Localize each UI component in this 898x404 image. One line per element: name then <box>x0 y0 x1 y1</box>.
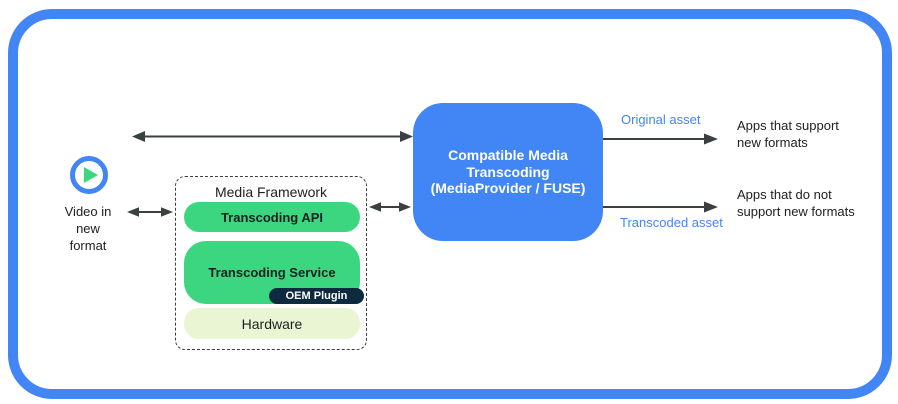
hardware-box: Hardware <box>184 308 360 339</box>
oem-plugin-badge: OEM Plugin <box>269 288 364 304</box>
media-framework-title: Media Framework <box>214 184 328 200</box>
apps-support-new-formats-label: Apps that support new formats <box>737 118 839 150</box>
play-icon <box>70 156 108 194</box>
transcoding-service-label: Transcoding Service <box>208 265 336 280</box>
transcoding-service-box: Transcoding Service OEM Plugin <box>184 241 364 304</box>
transcoding-api-box: Transcoding API <box>184 202 360 232</box>
transcoded-asset-label: Transcoded asset <box>620 215 723 230</box>
play-triangle-icon <box>84 167 98 183</box>
compatible-media-transcoding-box: Compatible Media Transcoding (MediaProvi… <box>413 103 603 241</box>
original-asset-label: Original asset <box>621 112 701 127</box>
video-source-label: Video in new format <box>64 204 112 253</box>
diagram-border <box>8 9 892 399</box>
media-framework-box: Media Framework Transcoding API Transcod… <box>175 176 367 350</box>
apps-not-support-new-formats-label: Apps that do not support new formats <box>737 187 855 219</box>
